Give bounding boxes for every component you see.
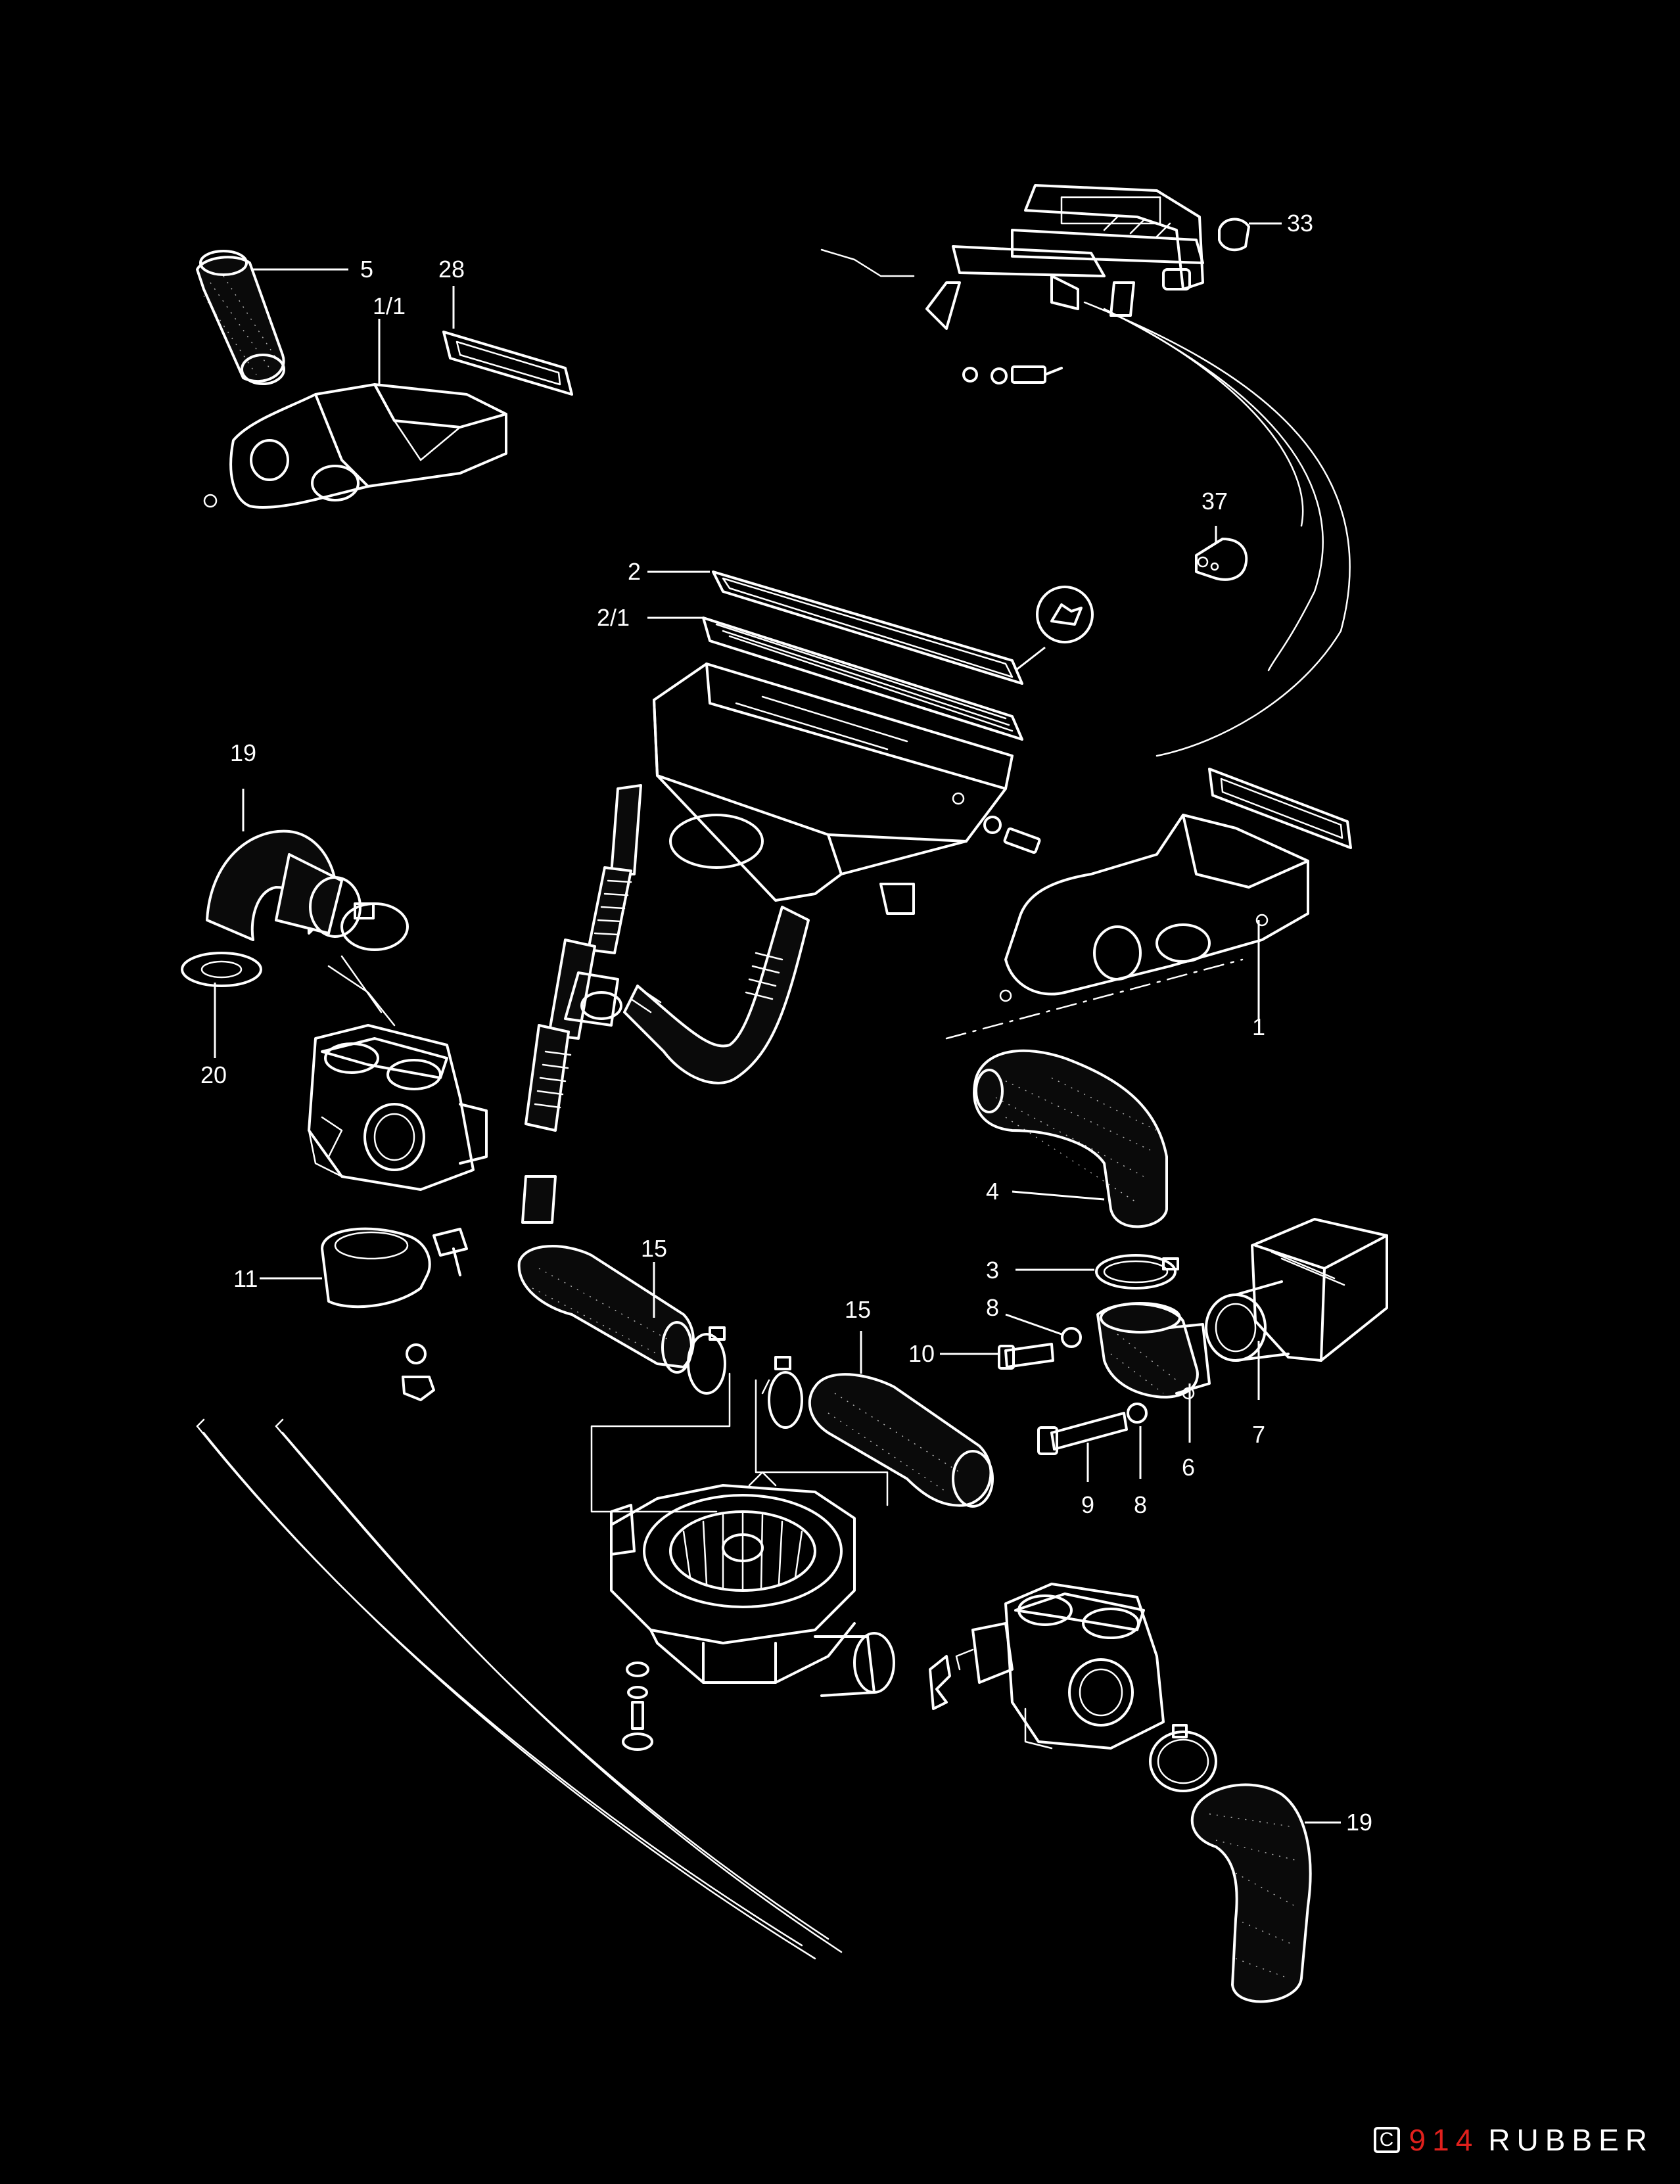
callout-20: 20: [200, 1061, 227, 1088]
corrugated-hoses: [521, 784, 810, 1224]
part-20-seal: [181, 952, 262, 987]
brand-watermark: C 914 RUBBER: [1373, 2122, 1654, 2158]
blower-fasteners: [622, 1661, 653, 1751]
fasteners-right: [998, 1327, 1148, 1455]
callout-2: 2: [628, 558, 641, 585]
callout-9: 9: [1081, 1491, 1094, 1518]
callout-10: 10: [908, 1340, 935, 1367]
control-cables-upper: [1083, 301, 1351, 757]
callout-labels: 33 5 28 1/1 37 2 2/1 19 20 1 4 3 11 15 1…: [200, 210, 1372, 1836]
part-28-seal-left: [442, 331, 573, 396]
part-3-clamp: [1095, 1254, 1179, 1289]
heater-control-lever: [820, 184, 1204, 330]
housing-bolt: [983, 816, 1041, 854]
callout-37: 37: [1202, 488, 1228, 515]
part-7-blower-outlet: [1205, 1218, 1388, 1362]
control-cables-lower: [196, 1418, 843, 1960]
part-11-adapter: [321, 1227, 468, 1309]
callout-11: 11: [233, 1265, 258, 1292]
small-clip: [929, 1655, 951, 1710]
callout-5: 5: [360, 256, 373, 283]
copyright-icon: C: [1373, 2127, 1400, 2153]
callout-3: 3: [986, 1257, 999, 1284]
blower-housing: [610, 1471, 895, 1697]
callout-8-upper: 8: [986, 1294, 999, 1321]
part-19-hose-right: [1190, 1783, 1312, 2003]
part-19-hose-left: [206, 829, 409, 951]
callout-2-1: 2/1: [597, 604, 630, 631]
part-28-seal-right: [1208, 768, 1352, 849]
part-2-1-filter-element: [702, 616, 1023, 741]
callout-7: 7: [1252, 1421, 1265, 1448]
callout-19-left: 19: [230, 739, 256, 766]
part-37-knob: [1195, 538, 1248, 581]
callout-1-1: 1/1: [373, 292, 406, 319]
clamp-15-left: [687, 1326, 726, 1395]
part-15-hose-left: [517, 1245, 695, 1374]
part-5-hose: [196, 250, 285, 385]
filter-symbol-icon: [1036, 586, 1094, 643]
brand-number: 914: [1409, 2123, 1480, 2157]
brand-name: RUBBER: [1488, 2123, 1654, 2157]
part-1-heater-duct-right: [999, 814, 1309, 1002]
callout-15-left: 15: [641, 1235, 667, 1262]
part-4-hose: [973, 1049, 1168, 1228]
part-2-filter-cover: [712, 570, 1023, 685]
part-15-hose-right: [808, 1373, 994, 1508]
callout-28: 28: [438, 256, 465, 283]
callout-8-lower: 8: [1134, 1491, 1147, 1518]
lever-fasteners: [962, 365, 1063, 384]
callout-6: 6: [1182, 1454, 1195, 1481]
callout-1: 1: [1252, 1013, 1265, 1040]
throttle-body-right: [955, 1583, 1165, 1750]
callout-15-right: 15: [845, 1296, 871, 1323]
clamp-15-right: [768, 1356, 803, 1429]
leader-lines: [214, 222, 1341, 1824]
callout-33: 33: [1287, 210, 1313, 237]
part-1-1-heater-duct-left: [203, 383, 507, 509]
air-filter-housing: [653, 662, 1014, 915]
callout-19-right: 19: [1346, 1809, 1372, 1836]
part-6-elbow: [1096, 1302, 1211, 1400]
fasteners-left: [402, 1343, 435, 1401]
callout-4: 4: [986, 1178, 999, 1205]
clamp-19-right: [1149, 1724, 1217, 1792]
throttle-body-left: [308, 1024, 488, 1191]
part-33-grommet: [1218, 218, 1250, 252]
